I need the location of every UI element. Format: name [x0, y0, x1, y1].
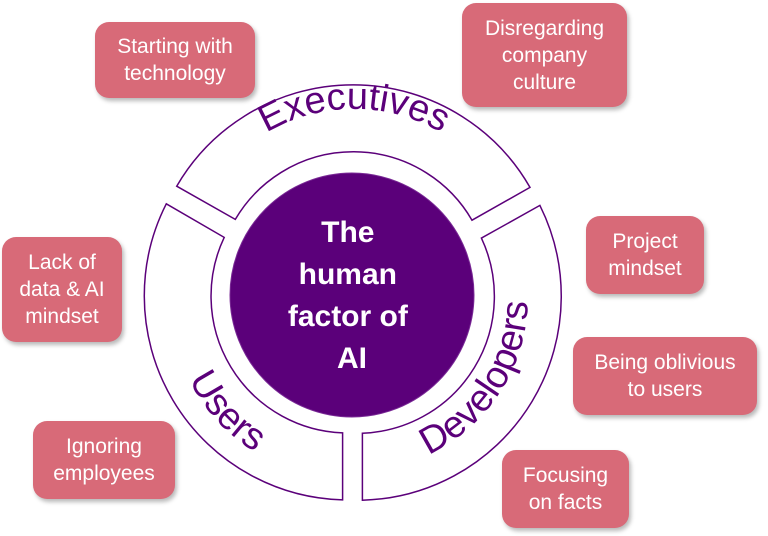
box-focusing-on-facts: Focusing on facts — [502, 450, 629, 528]
box-lack-of-data-ai-mindset: Lack of data & AI mindset — [2, 237, 122, 342]
segment-executives — [175, 84, 532, 222]
box-ignoring-employees: Ignoring employees — [33, 421, 175, 499]
box-starting-with-technology: Starting with technology — [95, 22, 255, 98]
center-line-2: human — [299, 258, 397, 291]
center-circle — [229, 172, 475, 418]
segment-users — [143, 202, 344, 501]
segment-developers — [361, 204, 563, 501]
center-line-4: AI — [337, 342, 367, 375]
box-being-oblivious-to-users: Being oblivious to users — [573, 337, 757, 415]
box-project-mindset: Project mindset — [586, 216, 704, 294]
box-disregarding-company-culture: Disregarding company culture — [462, 3, 627, 107]
center-title: The human factor of AI — [288, 216, 416, 375]
center-line-3: factor of — [288, 300, 409, 333]
center-line-1: The — [321, 216, 374, 249]
